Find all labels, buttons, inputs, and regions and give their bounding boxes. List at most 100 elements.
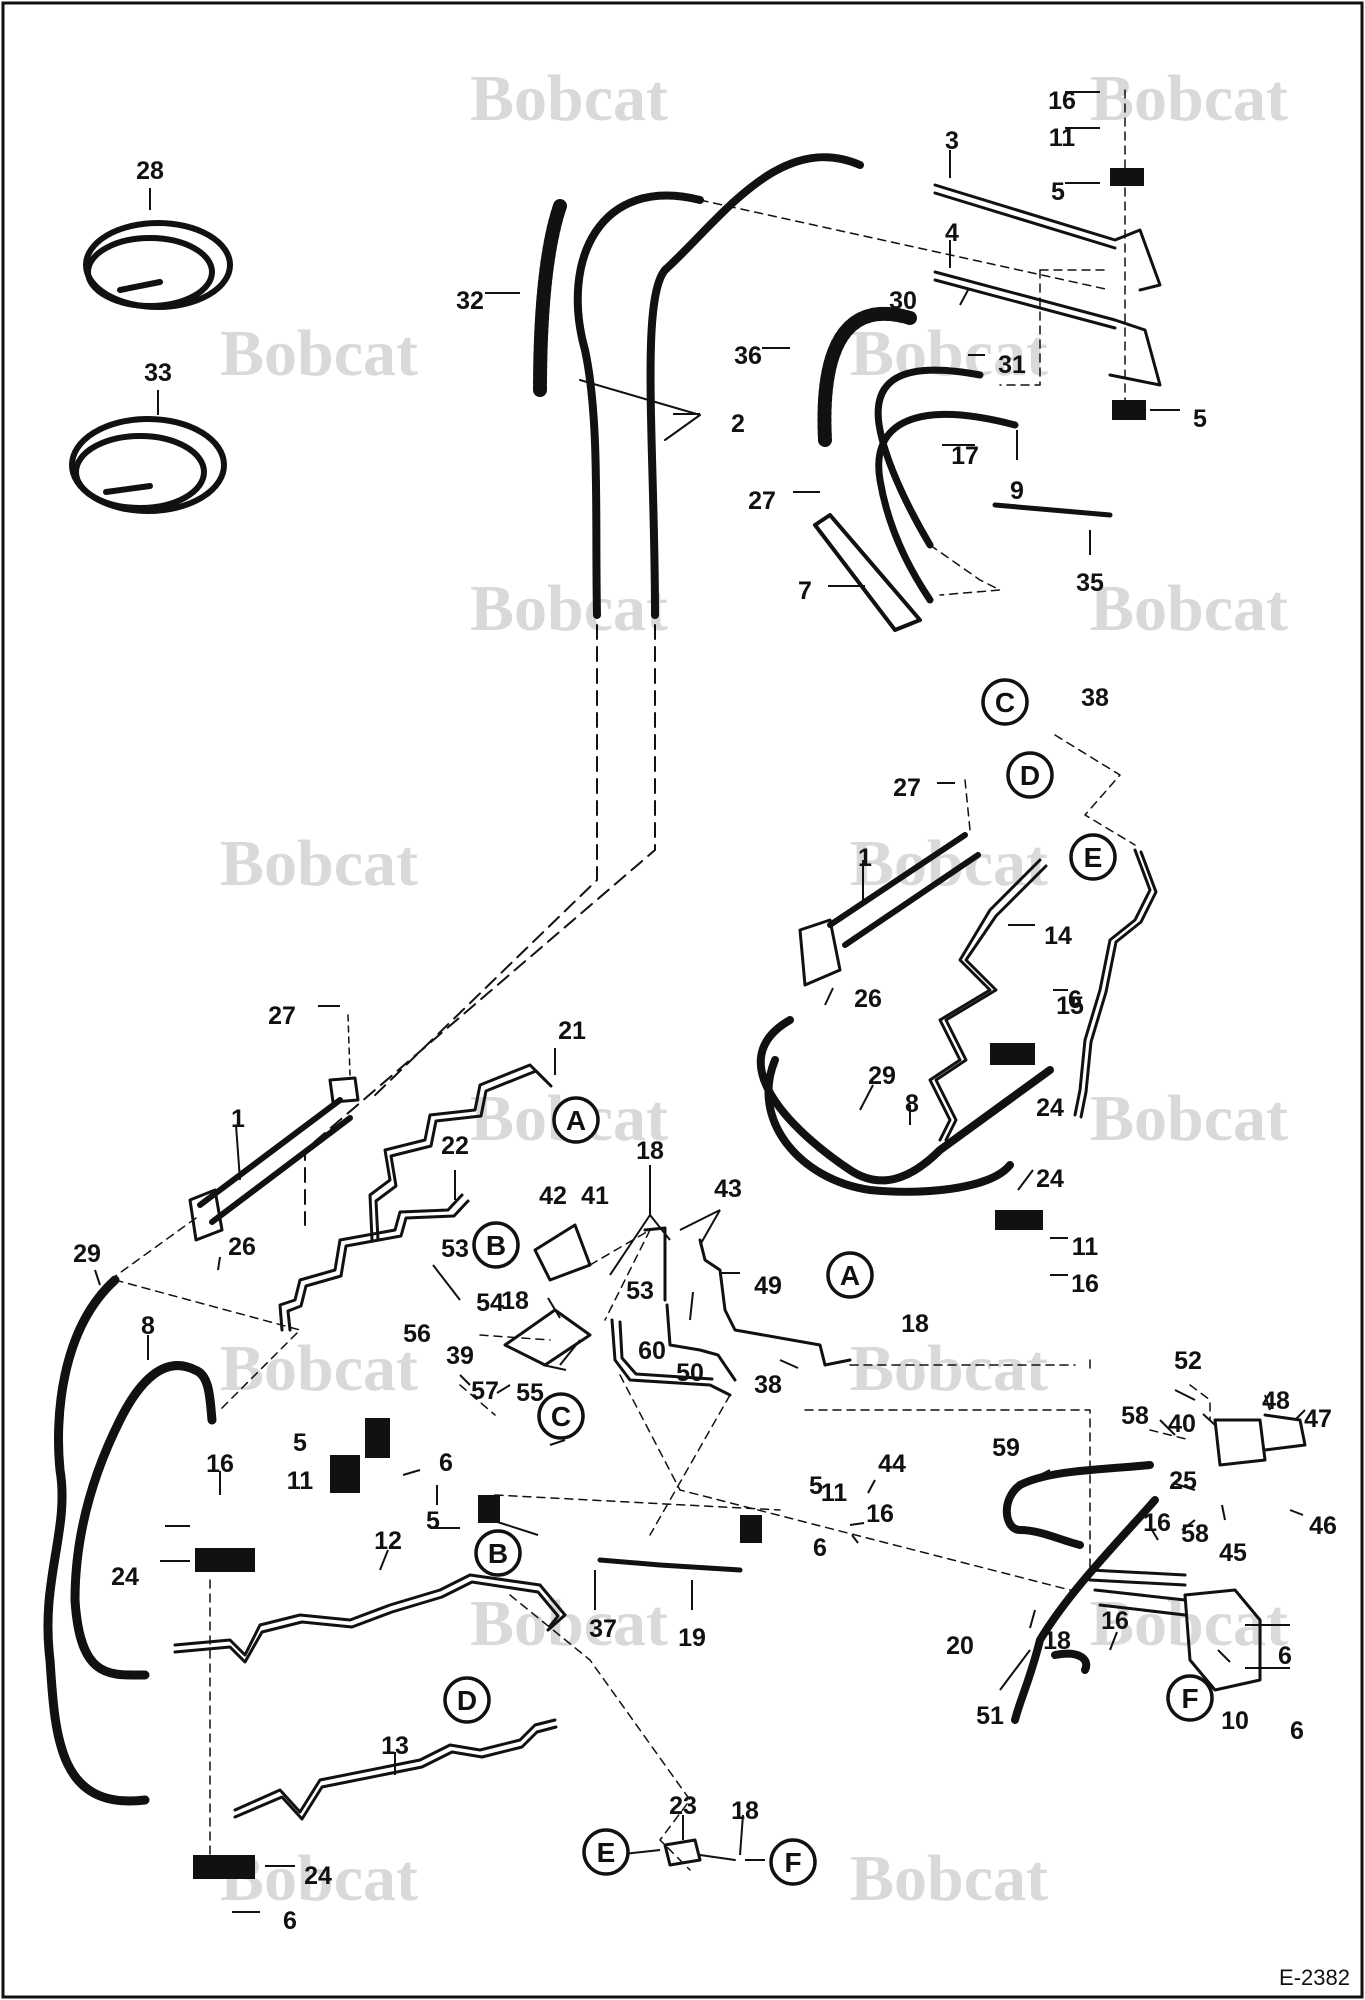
- part-number-label: 18: [501, 1287, 529, 1315]
- part-number-label: 18: [901, 1310, 929, 1338]
- connection-point-circle: [1069, 833, 1117, 881]
- part-number-label: 60: [638, 1337, 666, 1365]
- clamp-5-center-left: [478, 1495, 500, 1523]
- cylinder-1-left: [197, 1097, 353, 1225]
- connection-point-letter: C: [551, 1401, 571, 1432]
- bobcat-watermark: Bobcat: [850, 1332, 1048, 1405]
- part-number-label: 6: [1290, 1717, 1304, 1745]
- part-number-label: 5: [426, 1507, 440, 1535]
- hoses-29-8-right: [756, 1016, 1054, 1196]
- clamp-5-top-1: [1110, 168, 1144, 186]
- part-number-label: 51: [976, 1702, 1004, 1730]
- connection-point-letter: D: [457, 1685, 477, 1716]
- bobcat-watermark: Bobcat: [850, 1842, 1048, 1915]
- part-number-label: 18: [731, 1797, 759, 1825]
- connection-point-letter: C: [995, 687, 1015, 718]
- part-number-label: 5: [293, 1429, 307, 1457]
- connection-point-marker: C: [981, 678, 1029, 726]
- connection-point-letter: A: [840, 1260, 860, 1291]
- part-number-label: 20: [946, 1632, 974, 1660]
- rod-35: [992, 502, 1113, 518]
- part-number-label: 36: [734, 342, 762, 370]
- clamp-11-left: [330, 1455, 360, 1493]
- hose-sleeve-32: [533, 199, 567, 397]
- bobcat-watermark: Bobcat: [1090, 1082, 1288, 1155]
- part-number-label: 5: [809, 1472, 823, 1500]
- part-number-label: 47: [1304, 1405, 1332, 1433]
- part-number-label: 16: [1048, 87, 1076, 115]
- valve-10: [1088, 1568, 1262, 1692]
- bobcat-watermark: Bobcat: [1090, 62, 1288, 135]
- cylinder-7: [813, 513, 922, 632]
- tubes-3-4: [933, 183, 1162, 387]
- connection-point-circle: [769, 1838, 817, 1886]
- connection-point-marker: E: [582, 1828, 630, 1876]
- part-number-label: 39: [446, 1342, 474, 1370]
- part-number-label: 27: [748, 487, 776, 515]
- clamp-24-right-upper: [990, 1043, 1035, 1065]
- part-number-label: 11: [1072, 1233, 1099, 1261]
- connection-point-letter: D: [1020, 760, 1040, 791]
- part-number-label: 33: [144, 359, 172, 387]
- part-number-label: 23: [669, 1792, 697, 1820]
- part-number-label: 46: [1309, 1512, 1337, 1540]
- bobcat-watermark: Bobcat: [470, 62, 668, 135]
- connection-point-circle: [472, 1221, 520, 1269]
- part-number-label: 37: [589, 1615, 617, 1643]
- clamp-24-left-bottom: [193, 1855, 255, 1879]
- part-number-label: 29: [73, 1240, 101, 1268]
- part-number-label: 22: [441, 1132, 469, 1160]
- part-number-label: 27: [268, 1002, 296, 1030]
- part-number-label: 1: [231, 1105, 245, 1133]
- part-number-label: 18: [1043, 1627, 1071, 1655]
- clamp-5-top-2: [1112, 400, 1146, 420]
- part-number-label: 13: [381, 1732, 409, 1760]
- part-number-label: 16: [1143, 1509, 1171, 1537]
- connection-point-circle: [582, 1828, 630, 1876]
- part-number-label: 53: [441, 1235, 469, 1263]
- part-number-label: 29: [868, 1062, 896, 1090]
- connection-point-circle: [1166, 1674, 1214, 1722]
- part-number-label: 24: [111, 1563, 139, 1591]
- part-number-label: 8: [905, 1090, 919, 1118]
- part-number-label: 58: [1121, 1402, 1149, 1430]
- part-number-label: 38: [1081, 684, 1109, 712]
- coiled-hose-33: [69, 416, 227, 514]
- hoses-59-51: [1002, 1461, 1159, 1724]
- part-number-label: 6: [439, 1449, 453, 1477]
- clamp-5-center-right: [740, 1515, 762, 1543]
- connection-point-circle: [826, 1251, 874, 1299]
- part-number-label: 2: [731, 410, 745, 438]
- part-number-label: 14: [1044, 922, 1072, 950]
- connection-point-circle: [981, 678, 1029, 726]
- part-number-label: 56: [403, 1320, 431, 1348]
- coiled-hose-28: [83, 220, 233, 310]
- part-number-label: 41: [581, 1182, 609, 1210]
- connection-point-marker: A: [826, 1251, 874, 1299]
- part-number-label: 6: [1068, 986, 1082, 1014]
- part-number-label: 44: [878, 1450, 906, 1478]
- connection-point-marker: C: [537, 1392, 585, 1440]
- part-number-label: 58: [1181, 1520, 1209, 1548]
- bobcat-watermark: Bobcat: [470, 572, 668, 645]
- bobcat-watermark: Bobcat: [220, 1332, 418, 1405]
- part-number-label: 6: [813, 1534, 827, 1562]
- part-number-label: 11: [1049, 124, 1076, 152]
- part-number-label: 17: [951, 442, 979, 470]
- part-number-label: 24: [1036, 1094, 1064, 1122]
- tubes-14-15: [928, 848, 1158, 1142]
- part-number-label: 4: [945, 219, 959, 247]
- part-number-label: 19: [678, 1624, 706, 1652]
- part-number-label: 24: [304, 1862, 332, 1890]
- linework: [43, 89, 1307, 1879]
- connection-point-marker: A: [552, 1096, 600, 1144]
- cylinder-1-right: [827, 832, 981, 948]
- part-number-label: 21: [558, 1017, 586, 1045]
- part-number-label: 26: [228, 1233, 256, 1261]
- part-number-label: 9: [1010, 477, 1024, 505]
- part-number-label: 49: [754, 1272, 782, 1300]
- hoses-29-8-left: [43, 1275, 217, 1806]
- part-number-label: 25: [1169, 1467, 1197, 1495]
